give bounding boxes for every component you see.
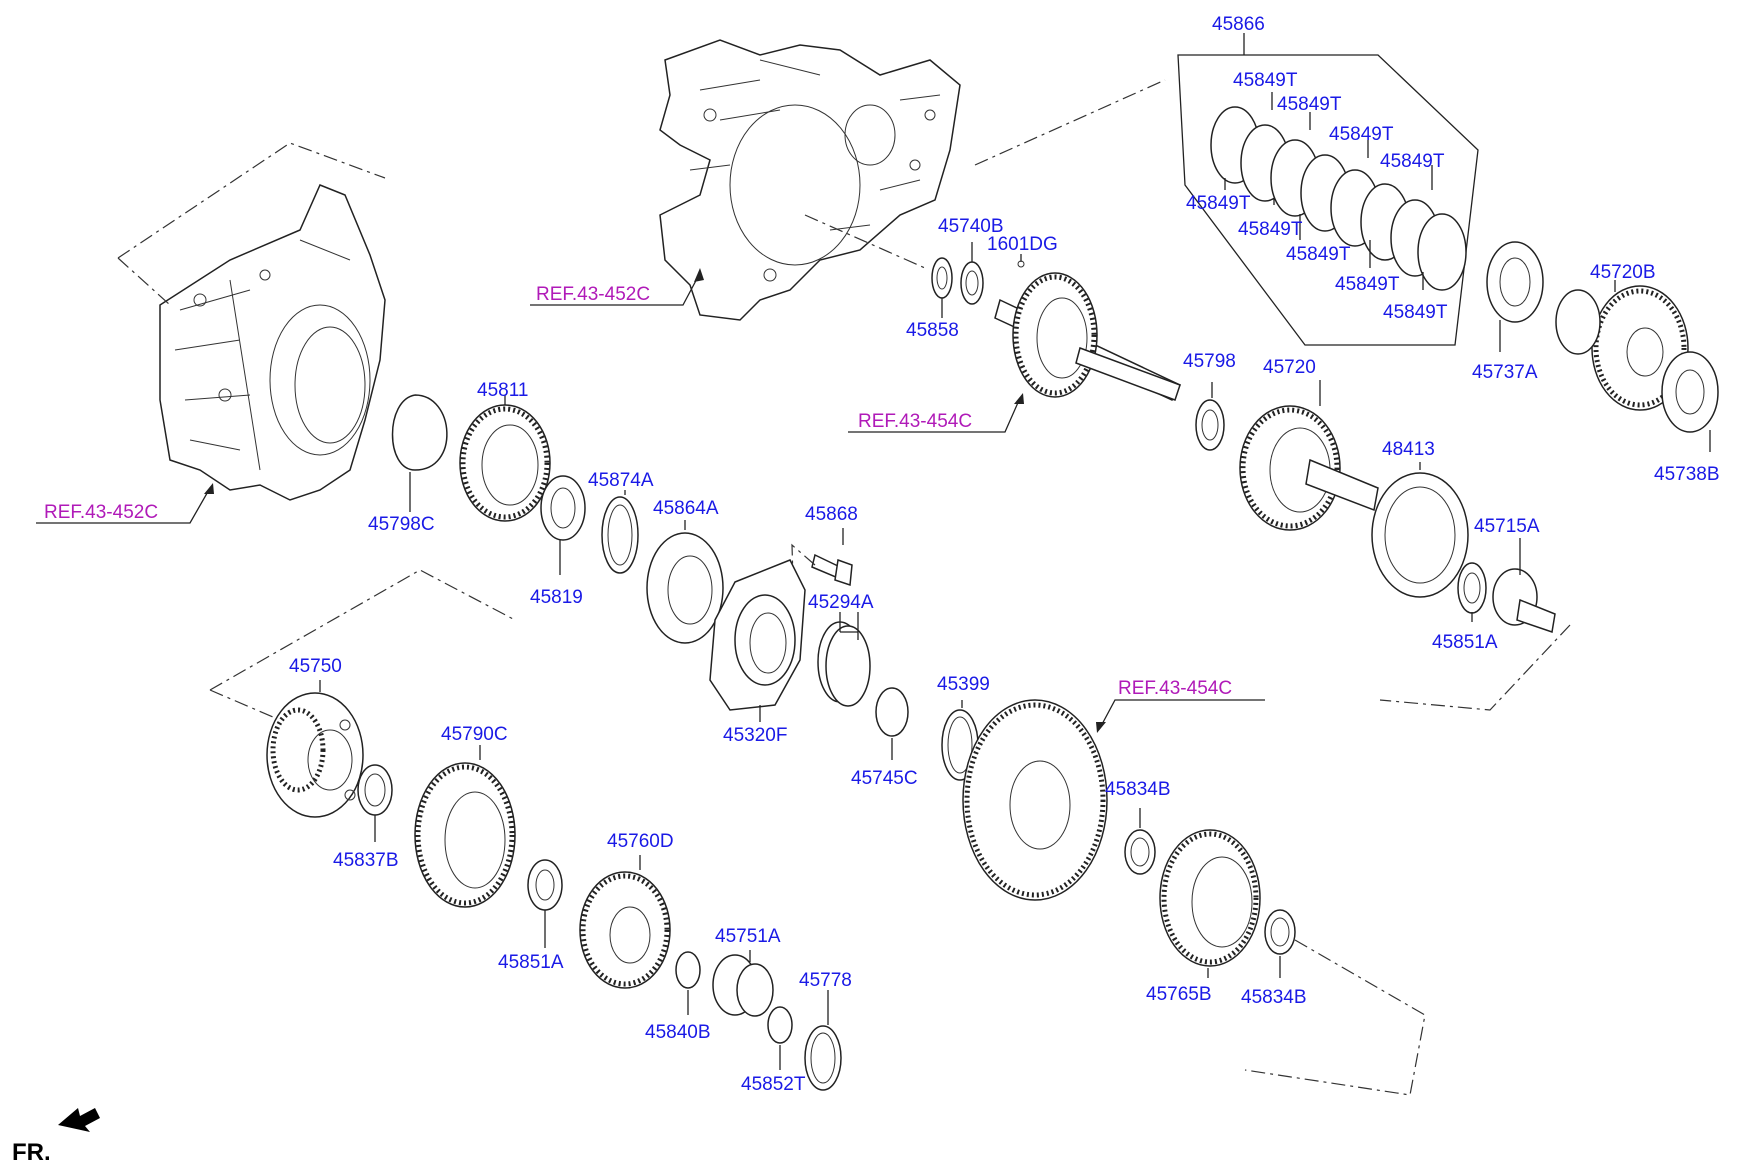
part-number-label[interactable]: 45849T [1233,70,1298,91]
part-number-label[interactable]: 45760D [607,831,674,852]
part-number-label[interactable]: 45811 [477,380,528,401]
part-number-label[interactable]: 45720B [1590,262,1656,283]
part-number-labels: 45866 45849T 45849T 45849T 45849T 45849T… [289,14,1720,1095]
front-direction-marker: FR. [12,1108,100,1166]
transmission-case-drawing [659,39,961,321]
ref-label[interactable]: REF.43-452C [536,284,650,305]
drive-gear-part[interactable] [459,404,551,522]
thrust-washer-part[interactable] [675,951,701,989]
ref-label[interactable]: REF.43-454C [1118,678,1232,699]
thrust-washer-part[interactable] [931,257,953,299]
washer-part[interactable] [1457,562,1487,614]
part-number-label[interactable]: 45790C [441,724,508,745]
part-number-label[interactable]: 45765B [1146,984,1212,1005]
thrust-washer-part[interactable] [1124,829,1156,875]
part-number-label[interactable]: 45858 [906,320,959,341]
ref-label[interactable]: REF.43-452C [44,502,158,523]
part-number-label[interactable]: 45751A [715,926,781,947]
retainer-cover-drawing[interactable] [709,559,806,711]
transfer-gear-drawing[interactable] [1555,285,1689,411]
spacer-ring-part[interactable] [601,496,639,574]
part-number-label[interactable]: 45320F [723,725,787,746]
part-number-label[interactable]: 45868 [805,504,858,525]
planetary-gear-shaft-drawing[interactable] [1239,405,1379,531]
part-number-label[interactable]: 45798C [368,514,435,535]
part-number-label[interactable]: 45738B [1654,464,1720,485]
part-number-label[interactable]: 45399 [937,674,990,695]
part-number-label[interactable]: 45798 [1183,351,1236,372]
washer-part[interactable] [960,261,984,305]
clutch-ring-set-drawing[interactable] [1177,54,1479,346]
washer-part[interactable] [1195,399,1225,451]
part-number-label[interactable]: 45851A [498,952,564,973]
part-number-label[interactable]: 45778 [799,970,852,991]
part-number-label[interactable]: 45849T [1380,151,1445,172]
part-number-label[interactable]: 45740B [938,216,1004,237]
snap-ring-part[interactable] [804,1025,842,1091]
front-label: FR. [12,1139,51,1166]
part-number-label[interactable]: 45849T [1286,244,1351,265]
thrust-washer-part[interactable] [767,1006,793,1044]
part-number-label[interactable]: 45864A [653,498,719,519]
part-number-label[interactable]: 45720 [1263,357,1316,378]
bearing-part[interactable] [540,475,586,541]
part-number-label[interactable]: 45849T [1238,219,1303,240]
part-number-label[interactable]: 45819 [530,587,583,608]
part-number-label[interactable]: 1601DG [987,234,1058,255]
sun-gear-drawing[interactable] [579,871,671,989]
part-number-label[interactable]: 45851A [1432,632,1498,653]
part-number-label[interactable]: 45837B [333,850,399,871]
part-number-label[interactable]: 45874A [588,470,654,491]
side-gear-part[interactable] [1159,829,1261,967]
pinion-gear-drawing[interactable] [712,954,774,1017]
main-shaft-gear-drawing[interactable] [994,272,1182,401]
ring-gear-part[interactable] [1371,472,1469,598]
thrust-washer-part[interactable] [357,764,393,816]
thrust-washer-part[interactable] [527,859,563,911]
part-number-label[interactable]: 45849T [1277,94,1342,115]
part-number-label[interactable]: 45849T [1186,193,1251,214]
part-number-label[interactable]: 45745C [851,768,918,789]
thrust-washer-part[interactable] [1264,909,1296,955]
part-number-label[interactable]: 45294A [808,592,874,613]
differential-ring-gear-drawing[interactable] [962,699,1108,901]
bolt-part[interactable] [811,553,853,587]
part-number-label[interactable]: 45849T [1383,302,1448,323]
part-number-label[interactable]: 48413 [1382,439,1435,460]
part-number-label[interactable]: 45737A [1472,362,1538,383]
part-number-label[interactable]: 45849T [1335,274,1400,295]
planet-carrier-drawing[interactable] [266,692,364,818]
part-number-label[interactable]: 45840B [645,1022,711,1043]
part-number-label[interactable]: 45866 [1212,14,1265,35]
part-number-label[interactable]: 45750 [289,656,342,677]
needle-bearing-part[interactable] [875,687,909,737]
snap-ring-part[interactable] [391,394,448,471]
bearing-part[interactable] [1486,241,1544,323]
pinion-shaft-drawing[interactable] [1492,568,1556,633]
bearing-part[interactable] [1661,351,1719,433]
internal-gear-drawing[interactable] [414,762,516,908]
part-number-label[interactable]: 45849T [1329,124,1394,145]
part-number-label[interactable]: 45852T [741,1074,806,1095]
part-number-label[interactable]: 45834B [1241,987,1307,1008]
left-housing-drawing [159,184,386,501]
part-number-label[interactable]: 45834B [1105,779,1171,800]
ref-label[interactable]: REF.43-454C [858,411,972,432]
part-number-label[interactable]: 45715A [1474,516,1540,537]
